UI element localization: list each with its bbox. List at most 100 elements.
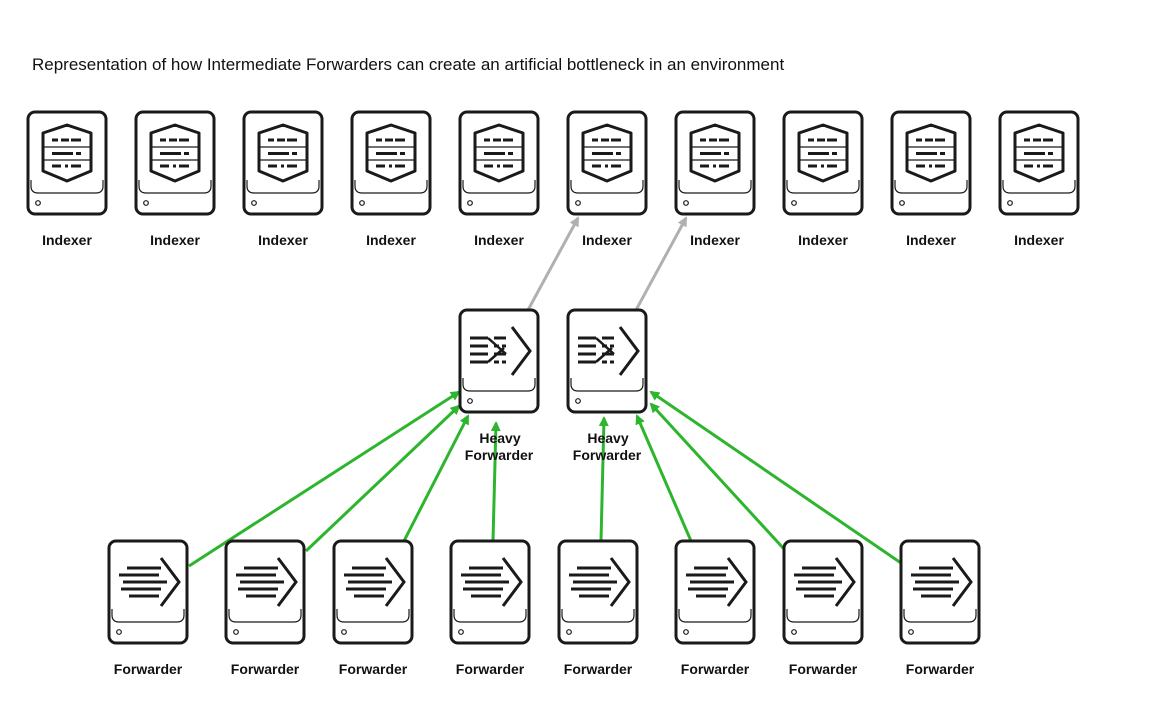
forwarder-node[interactable]: Forwarder (674, 539, 756, 677)
power-led-icon (143, 200, 149, 206)
node-label: Forwarder (906, 661, 975, 677)
device-frame (890, 110, 972, 216)
indexer-node[interactable]: Indexer (998, 110, 1080, 248)
node-label: Indexer (582, 232, 632, 248)
forwarder-icon (686, 557, 748, 607)
node-label: Forwarder (456, 661, 525, 677)
node-label: Indexer (690, 232, 740, 248)
indexer-icon (1013, 123, 1065, 183)
device-frame (566, 110, 648, 216)
node-label: Forwarder (564, 661, 633, 677)
forwarder-icon (569, 557, 631, 607)
power-led-icon (566, 629, 572, 635)
power-led-icon (35, 200, 41, 206)
forwarder-node[interactable]: Forwarder (107, 539, 189, 677)
indexer-node[interactable]: Indexer (674, 110, 756, 248)
forward-link-arrow (304, 404, 461, 553)
device-frame (107, 539, 189, 645)
device-frame (899, 539, 981, 645)
power-led-icon (683, 200, 689, 206)
power-led-icon (467, 200, 473, 206)
device-frame (674, 110, 756, 216)
device-frame (674, 539, 756, 645)
forwarder-node[interactable]: Forwarder (899, 539, 981, 677)
device-frame (557, 539, 639, 645)
indexer-node[interactable]: Indexer (890, 110, 972, 248)
power-led-icon (467, 398, 473, 404)
device-frame (332, 539, 414, 645)
indexer-node[interactable]: Indexer (134, 110, 216, 248)
forward-link-arrow (649, 390, 902, 565)
power-led-icon (1007, 200, 1013, 206)
indexer-icon (689, 123, 741, 183)
indexer-icon (41, 123, 93, 183)
power-led-icon (359, 200, 365, 206)
node-label: Indexer (366, 232, 416, 248)
node-label: Forwarder (231, 661, 300, 677)
device-frame (134, 110, 216, 216)
node-label: Heavy (587, 430, 628, 446)
forwarder-node[interactable]: Forwarder (557, 539, 639, 677)
node-label: Heavy (479, 430, 520, 446)
forward-link-arrow (188, 390, 461, 568)
device-frame (224, 539, 306, 645)
indexer-icon (149, 123, 201, 183)
forwarder-icon (794, 557, 856, 607)
node-label: Indexer (906, 232, 956, 248)
device-frame (242, 110, 324, 216)
power-led-icon (575, 398, 581, 404)
heavy-forwarder-icon (470, 326, 532, 376)
forwarder-node[interactable]: Forwarder (449, 539, 531, 677)
node-label: Indexer (474, 232, 524, 248)
indexer-icon (473, 123, 525, 183)
forward-link-arrow (490, 421, 501, 542)
node-label: Forwarder (339, 661, 408, 677)
device-frame (449, 539, 531, 645)
indexer-node[interactable]: Indexer (350, 110, 432, 248)
forward-link-arrow (402, 414, 470, 542)
power-led-icon (791, 629, 797, 635)
forwarder-node[interactable]: Forwarder (332, 539, 414, 677)
indexer-node[interactable]: Indexer (566, 110, 648, 248)
device-frame (998, 110, 1080, 216)
index-link-arrow (634, 216, 688, 311)
connection-links (188, 216, 902, 568)
power-led-icon (458, 629, 464, 635)
indexer-node[interactable]: Indexer (458, 110, 540, 248)
indexer-node[interactable]: Indexer (26, 110, 108, 248)
power-led-icon (116, 629, 122, 635)
power-led-icon (233, 629, 239, 635)
device-frame (458, 110, 540, 216)
node-label: Indexer (798, 232, 848, 248)
node-label: Forwarder (114, 661, 183, 677)
device-frame (782, 110, 864, 216)
forwarder-icon (344, 557, 406, 607)
indexer-icon (905, 123, 957, 183)
indexer-node[interactable]: Indexer (242, 110, 324, 248)
node-label: Forwarder (465, 447, 534, 463)
forward-link-arrow (635, 414, 693, 542)
power-led-icon (251, 200, 257, 206)
power-led-icon (899, 200, 905, 206)
forwarder-icon (236, 557, 298, 607)
forward-link-arrow (649, 402, 786, 551)
node-label: Indexer (150, 232, 200, 248)
node-label: Indexer (1014, 232, 1064, 248)
indexer-icon (797, 123, 849, 183)
node-label: Forwarder (789, 661, 858, 677)
forwarder-node[interactable]: Forwarder (224, 539, 306, 677)
node-label: Forwarder (573, 447, 642, 463)
forwarder-node[interactable]: Forwarder (782, 539, 864, 677)
device-frame (26, 110, 108, 216)
heavy-forwarder-icon (578, 326, 640, 376)
forward-link-arrow (598, 416, 609, 542)
indexer-icon (581, 123, 633, 183)
forwarder-icon (911, 557, 973, 607)
indexer-node[interactable]: Indexer (782, 110, 864, 248)
indexer-icon (365, 123, 417, 183)
power-led-icon (341, 629, 347, 635)
